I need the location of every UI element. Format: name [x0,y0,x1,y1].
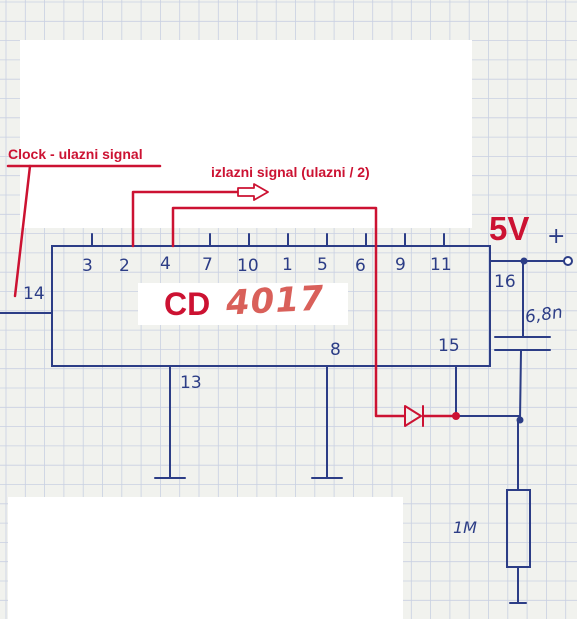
resistor-value-label: 1M [453,518,477,537]
clock-pointer-lead [13,164,32,298]
reset-node-dot [452,412,460,420]
chip-number-label: 4017 [225,278,326,324]
pin-label-4: 4 [160,254,171,274]
supply-node-dot [520,257,528,265]
capacitor-bottom-lead [519,350,522,421]
pin-label-10: 10 [237,256,259,276]
pin-label-16: 16 [494,272,516,292]
resistor-body [506,489,531,568]
supply-plus-label: + [547,224,566,249]
chip-prefix-label: CD [164,286,211,322]
pin-label-5: 5 [317,255,328,275]
pin-label-3: 3 [82,256,93,276]
diode-icon [404,405,424,427]
divided-output-label: izlazni signal (ulazni / 2) [211,164,370,180]
pin-label-6: 6 [355,256,366,276]
chip-body [51,245,491,367]
pin-label-8: 8 [330,340,341,360]
pin2-output-wire [131,190,239,248]
pin-label-14: 14 [23,284,45,304]
pin-label-7: 7 [202,255,213,275]
pin-label-9: 9 [395,255,406,275]
pin-label-13: 13 [180,373,202,393]
pin-label-2: 2 [119,256,130,276]
supply-voltage-label: 5V [489,210,530,247]
clock-input-label: Clock - ulazni signal [8,146,143,162]
pin-label-11: 11 [430,255,452,275]
cap-node-dot [516,416,524,424]
whiteout-patch-chip-label [138,283,348,325]
pin4-feedback-wire [171,206,406,418]
supply-terminal [563,256,573,266]
pin-label-15: 15 [438,336,460,356]
output-arrow-icon [237,183,269,201]
pin-label-1: 1 [282,255,293,275]
whiteout-patch-bottom [8,497,403,619]
